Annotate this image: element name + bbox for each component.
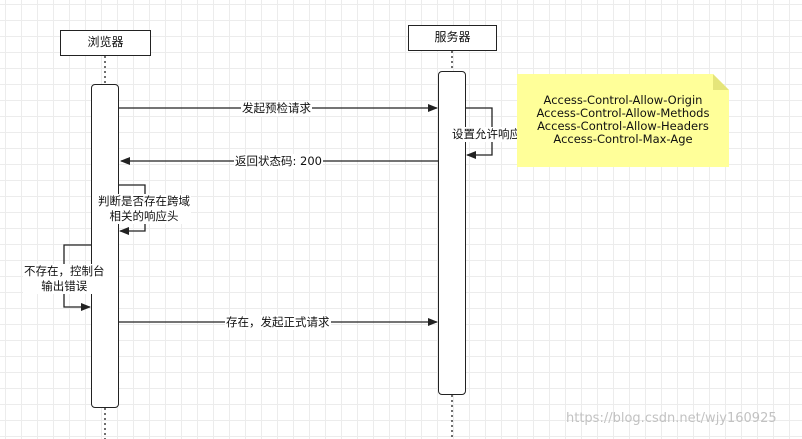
label-error-line1: 不存在，控制台 <box>24 264 105 278</box>
server-activation <box>438 71 466 395</box>
note-line: Access-Control-Max-Age <box>553 132 693 146</box>
label-formal: 存在，发起正式请求 <box>225 315 331 330</box>
label-status: 返回状态码: 200 <box>234 154 323 169</box>
browser-activation <box>91 84 119 408</box>
participant-server: 服务器 <box>408 25 497 51</box>
label-check-line2: 相关的响应头 <box>109 209 179 223</box>
participant-browser: 浏览器 <box>60 30 151 56</box>
label-check-line1: 判断是否存在跨域 <box>98 194 190 208</box>
cors-headers-note: Access-Control-Allow-Origin Access-Contr… <box>517 74 729 167</box>
label-check: 判断是否存在跨域 相关的响应头 <box>97 194 191 224</box>
label-error: 不存在，控制台 输出错误 <box>23 264 106 294</box>
label-error-line2: 输出错误 <box>41 279 88 293</box>
label-preflight: 发起预检请求 <box>241 101 312 116</box>
note-line: Access-Control-Allow-Headers <box>537 119 709 133</box>
label-set-headers: 设置允许响应头 <box>451 127 534 142</box>
note-line: Access-Control-Allow-Origin <box>543 93 703 107</box>
watermark: https://blog.csdn.net/wjy160925 <box>566 411 777 426</box>
note-line: Access-Control-Allow-Methods <box>536 106 710 120</box>
